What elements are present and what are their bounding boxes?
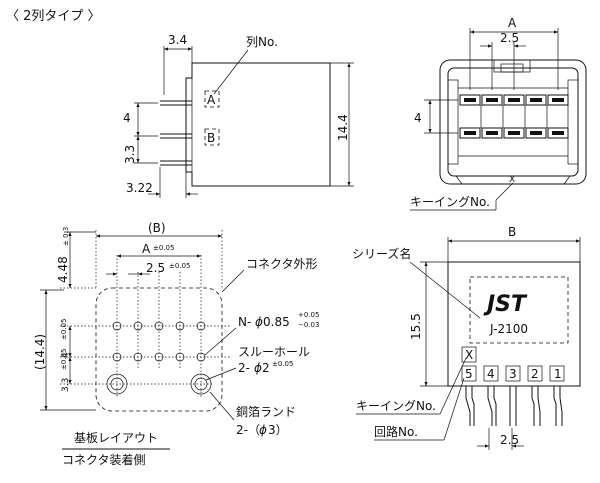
front-housing-outer bbox=[439, 59, 587, 185]
pcb-caption-1: 基板レイアウト bbox=[74, 431, 158, 445]
marking-part-no: J-2100 bbox=[489, 322, 528, 336]
circuit-number-5: 5 bbox=[465, 367, 473, 381]
pcb-dim-4: 4 bbox=[61, 352, 71, 358]
side-view: A B 列No. 3.4 4 3.3 3.22 14.4 bbox=[123, 33, 354, 198]
circuit-number-2: 2 bbox=[531, 367, 539, 381]
pcb-land-phi: ϕ bbox=[259, 423, 267, 437]
row-a-label: A bbox=[207, 93, 216, 107]
dim-3-4: 3.4 bbox=[168, 33, 187, 47]
marking-body bbox=[447, 261, 581, 387]
pcb-tol-2-5: ±0.05 bbox=[169, 262, 190, 270]
row-b-box bbox=[204, 128, 220, 146]
pcb-dim-2-5: 2.5 bbox=[146, 261, 165, 275]
front-view: X キーイングNo. A 2.5 4 bbox=[410, 16, 587, 211]
pcb-hole-dia: 0.85 bbox=[263, 315, 290, 329]
pcb-dim-a: A bbox=[142, 242, 151, 256]
pcb-caption-2: コネクタ装着側 bbox=[62, 452, 146, 467]
pcb-through-hole-tol: ±0.05 bbox=[272, 360, 293, 368]
pcb-connector-outline bbox=[95, 287, 223, 412]
front-dim-2-5: 2.5 bbox=[500, 31, 519, 45]
pcb-land-label: 銅箔ランド bbox=[236, 404, 296, 419]
front-housing-inner bbox=[447, 67, 579, 177]
front-keying-label: キーイングNo. bbox=[410, 195, 490, 209]
side-view-body bbox=[185, 62, 331, 187]
pcb-hole-label: N- bbox=[238, 315, 251, 329]
pcb-dim-4-48: 4.48 bbox=[56, 256, 70, 283]
front-terminals-row-b bbox=[459, 127, 569, 139]
front-terminals-row-a bbox=[459, 94, 569, 106]
pcb-through-holes bbox=[106, 373, 212, 395]
circuit-box-1 bbox=[549, 365, 565, 382]
circuit-number-1: 1 bbox=[554, 367, 562, 381]
dim-3-22: 3.22 bbox=[126, 181, 153, 195]
dim-14-4: 14.4 bbox=[336, 114, 350, 141]
pcb-tol-4-48: ± 0.3 bbox=[62, 227, 70, 246]
pcb-hole-tol-upper: +0.05 bbox=[298, 311, 319, 319]
marking-circuit-label: 回路No. bbox=[374, 424, 418, 439]
side-view-pins bbox=[160, 100, 192, 166]
pcb-through-hole-dia: 2 bbox=[262, 361, 270, 375]
dim-4: 4 bbox=[123, 111, 131, 125]
pcb-tol-4: ±0.05 bbox=[60, 319, 68, 340]
pcb-hole-grid bbox=[112, 321, 206, 362]
circuit-box-4 bbox=[483, 365, 499, 382]
pcb-through-hole-phi: ϕ bbox=[254, 361, 262, 375]
pcb-dim-14-4: (14.4) bbox=[33, 334, 47, 370]
marking-dim-15-5: 15.5 bbox=[409, 313, 423, 340]
marking-series-label: シリーズ名 bbox=[352, 246, 411, 261]
pcb-hole-tol-lower: −0.03 bbox=[298, 321, 319, 329]
pcb-land-spec: 2-（ bbox=[236, 423, 260, 437]
circuit-number-4: 4 bbox=[487, 367, 495, 381]
front-key-mark: X bbox=[509, 175, 515, 185]
drawing-title: 〈 2列タイプ 〉 bbox=[6, 9, 101, 24]
pcb-layout: (B) A ±0.05 2.5 ±0.05 4.48 ± 0.3 (14.4) … bbox=[33, 221, 319, 467]
row-b-label: B bbox=[207, 131, 215, 145]
pcb-hole-phi: ϕ bbox=[255, 315, 263, 329]
marking-dim-2-5: 2.5 bbox=[500, 433, 519, 447]
circuit-box-5 bbox=[461, 365, 477, 382]
circuit-number-3: 3 bbox=[509, 367, 517, 381]
circuit-box-3 bbox=[505, 365, 521, 382]
pcb-through-hole-count: 2- bbox=[238, 361, 250, 375]
pcb-tol-a: ±0.05 bbox=[153, 244, 174, 252]
dim-3-3: 3.3 bbox=[123, 145, 137, 164]
pcb-outline-label: コネクタ外形 bbox=[246, 257, 318, 271]
front-dim-a: A bbox=[508, 16, 517, 30]
row-a-box bbox=[204, 90, 220, 108]
pcb-land-dia: 3） bbox=[268, 423, 288, 437]
marking-key-mark: X bbox=[465, 348, 473, 362]
marking-key-box bbox=[461, 346, 477, 363]
marking-view: JST J-2100 B シリーズ名 15.5 X 5 4 3 2 1 bbox=[352, 225, 581, 450]
marking-keying-label: キーイングNo. bbox=[356, 399, 436, 413]
pcb-dim-3-3: 3.3 bbox=[61, 378, 71, 392]
marking-logo: JST bbox=[483, 292, 528, 317]
row-no-label: 列No. bbox=[246, 35, 278, 49]
circuit-box-2 bbox=[527, 365, 543, 382]
marking-pins bbox=[465, 386, 563, 426]
front-dim-4: 4 bbox=[414, 111, 422, 125]
pcb-tol-3-3: ±0.05 bbox=[60, 349, 68, 370]
pcb-through-hole-label: スルーホール bbox=[238, 345, 310, 359]
marking-dim-b: B bbox=[508, 225, 516, 239]
pcb-dim-b: (B) bbox=[148, 221, 166, 235]
